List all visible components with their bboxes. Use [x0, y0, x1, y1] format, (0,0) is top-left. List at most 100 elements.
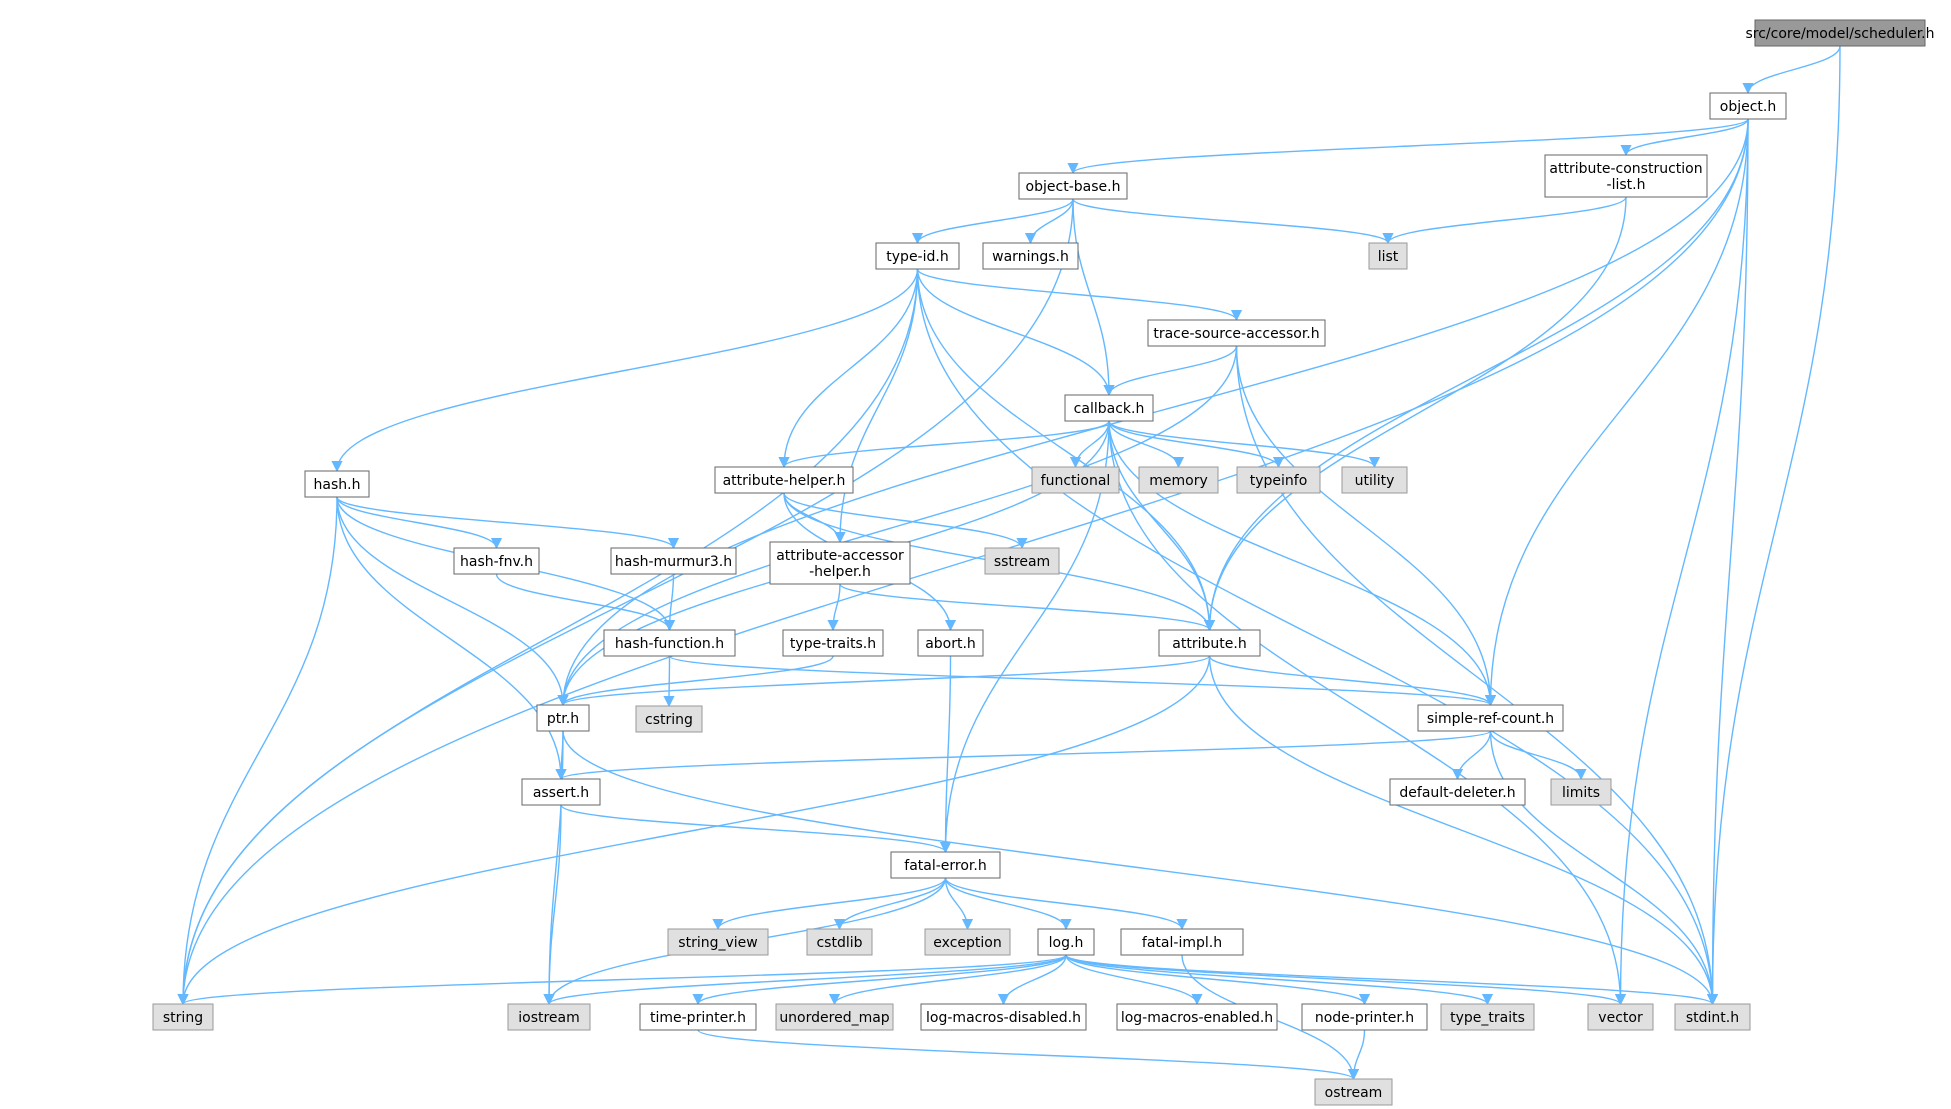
node-box [1158, 629, 1261, 657]
node-log_enabled[interactable]: log-macros-enabled.h [1116, 1003, 1278, 1031]
edge-tsa-to-srefcount [1235, 345, 1497, 707]
edge-object-to-attr_constr [1620, 118, 1749, 157]
edge-hash-to-hash_murmur3 [336, 496, 679, 550]
edge-log-to-stdint [1065, 954, 1718, 1006]
node-srefcount[interactable]: simple-ref-count.h [1417, 704, 1564, 732]
node-object[interactable]: object.h [1709, 92, 1787, 120]
node-label: log.h [1049, 935, 1084, 951]
node-fatal_error[interactable]: fatal-error.h [890, 851, 1001, 879]
node-abort[interactable]: abort.h [917, 629, 984, 657]
node-label: fatal-impl.h [1142, 935, 1222, 951]
edge-type_id-to-tsa [916, 268, 1242, 322]
node-label: default-deleter.h [1399, 785, 1515, 801]
edge-type_id-to-callback [916, 268, 1115, 397]
node-box [1120, 928, 1244, 956]
edge-hash-to-string [177, 496, 338, 1006]
node-ptr[interactable]: ptr.h [536, 704, 590, 732]
node-hash_fnv[interactable]: hash-fnv.h [453, 547, 540, 575]
node-box [639, 1003, 757, 1031]
node-label: ptr.h [547, 711, 579, 727]
edge-log-to-unordered_map [829, 954, 1067, 1006]
node-callback[interactable]: callback.h [1064, 394, 1154, 422]
node-label: exception [933, 935, 1001, 951]
node-default_deleter[interactable]: default-deleter.h [1389, 778, 1526, 806]
node-log[interactable]: log.h [1037, 928, 1095, 956]
edge-type_id-to-string [177, 268, 919, 1006]
node-box [667, 928, 769, 956]
node-fatal_impl[interactable]: fatal-impl.h [1120, 928, 1244, 956]
node-unordered_map: unordered_map [775, 1003, 894, 1031]
node-attr_constr[interactable]: attribute-construction-list.h [1544, 154, 1708, 198]
edge-time_printer-to-ostream [697, 1029, 1359, 1081]
node-type_id[interactable]: type-id.h [875, 242, 960, 270]
node-functional: functional [1031, 466, 1120, 494]
node-type_traits_h[interactable]: type-traits.h [782, 629, 884, 657]
node-log_disabled[interactable]: log-macros-disabled.h [920, 1003, 1087, 1031]
node-label: vector [1598, 1010, 1643, 1026]
edge-object-to-object_base [1067, 118, 1749, 175]
edge-log-to-vector [1065, 954, 1626, 1006]
node-box [1389, 778, 1526, 806]
node-typeinfo: typeinfo [1236, 466, 1321, 494]
edge-attr_constr-to-attribute [1203, 196, 1627, 632]
node-box [521, 778, 601, 806]
edge-assert-to-iostream [543, 804, 562, 1006]
node-node_printer[interactable]: node-printer.h [1301, 1003, 1428, 1031]
node-attr_helper[interactable]: attribute-helper.h [714, 466, 854, 494]
edge-tsa-to-stdint [1235, 345, 1719, 1006]
node-warnings[interactable]: warnings.h [982, 242, 1079, 270]
node-box [982, 242, 1079, 270]
node-exception: exception [924, 928, 1011, 956]
node-assert[interactable]: assert.h [521, 778, 601, 806]
edge-object-to-attribute [1203, 118, 1749, 632]
node-cstdlib: cstdlib [806, 928, 873, 956]
edge-log-to-string [177, 954, 1067, 1006]
node-box [1440, 1003, 1535, 1031]
edge-object_base-to-type_id [911, 198, 1074, 245]
edge-log-to-iostream [543, 954, 1067, 1006]
edge-object-to-srefcount [1484, 118, 1749, 707]
edge-object_base-to-list [1072, 198, 1394, 245]
edge-scheduler-to-object [1742, 45, 1841, 95]
node-box [1064, 394, 1154, 422]
edge-log-to-log_disabled [997, 954, 1067, 1006]
node-box [603, 629, 736, 657]
edge-srefcount-to-assert [555, 730, 1492, 781]
edge-log-to-time_printer [692, 954, 1067, 1006]
node-box [1587, 1003, 1654, 1031]
node-hash_function[interactable]: hash-function.h [603, 629, 736, 657]
edge-tsa-to-ptr [557, 345, 1238, 707]
node-hash_murmur3[interactable]: hash-murmur3.h [610, 547, 737, 575]
node-scheduler[interactable]: src/core/model/scheduler.h [1745, 19, 1935, 47]
node-string_view: string_view [667, 928, 769, 956]
edge-srefcount-to-default_deleter [1451, 730, 1492, 781]
edge-tsa-to-callback [1103, 345, 1238, 397]
edge-object-to-vector [1614, 118, 1749, 1006]
edge-object-to-string [177, 118, 1749, 1006]
node-tsa[interactable]: trace-source-accessor.h [1147, 319, 1326, 347]
node-attribute[interactable]: attribute.h [1158, 629, 1261, 657]
node-label: time-printer.h [650, 1010, 746, 1026]
node-box [806, 928, 873, 956]
node-ostream: ostream [1314, 1078, 1393, 1106]
edge-ptr-to-stdint [562, 730, 1719, 1006]
node-label: attribute.h [1172, 636, 1246, 652]
node-time_printer[interactable]: time-printer.h [639, 1003, 757, 1031]
edge-attr_constr-to-list [1382, 196, 1627, 245]
node-object_base[interactable]: object-base.h [1018, 172, 1128, 200]
node-box [1236, 466, 1321, 494]
edge-hash_murmur3-to-hash_function [663, 573, 676, 632]
node-box [610, 547, 737, 575]
node-box [635, 705, 703, 733]
node-hash[interactable]: hash.h [304, 470, 370, 498]
node-limits: limits [1550, 778, 1612, 806]
node-box [1314, 1078, 1393, 1106]
node-label: src/core/model/scheduler.h [1745, 26, 1934, 42]
node-label: type-traits.h [790, 636, 876, 652]
edge-attribute-to-ptr [557, 655, 1211, 707]
node-label: object.h [1720, 99, 1776, 115]
node-attr_acc[interactable]: attribute-accessor-helper.h [769, 541, 911, 585]
node-iostream: iostream [507, 1003, 591, 1031]
node-label: -helper.h [809, 564, 871, 580]
